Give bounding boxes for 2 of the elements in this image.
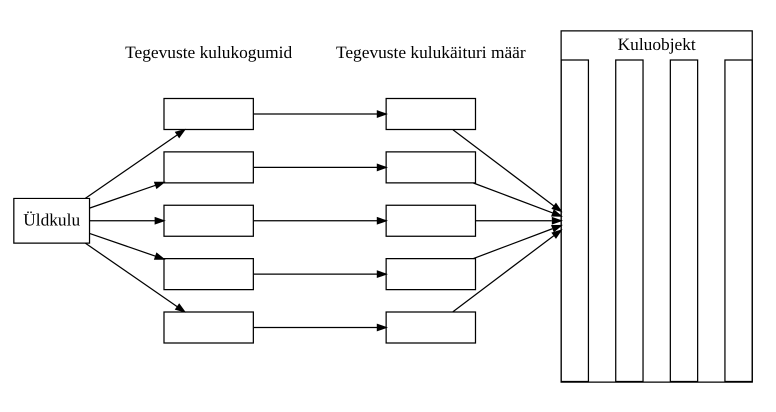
label: Tegevuste kulukäituri määr: [336, 42, 526, 62]
label: Tegevuste kulukogumid: [125, 42, 292, 62]
